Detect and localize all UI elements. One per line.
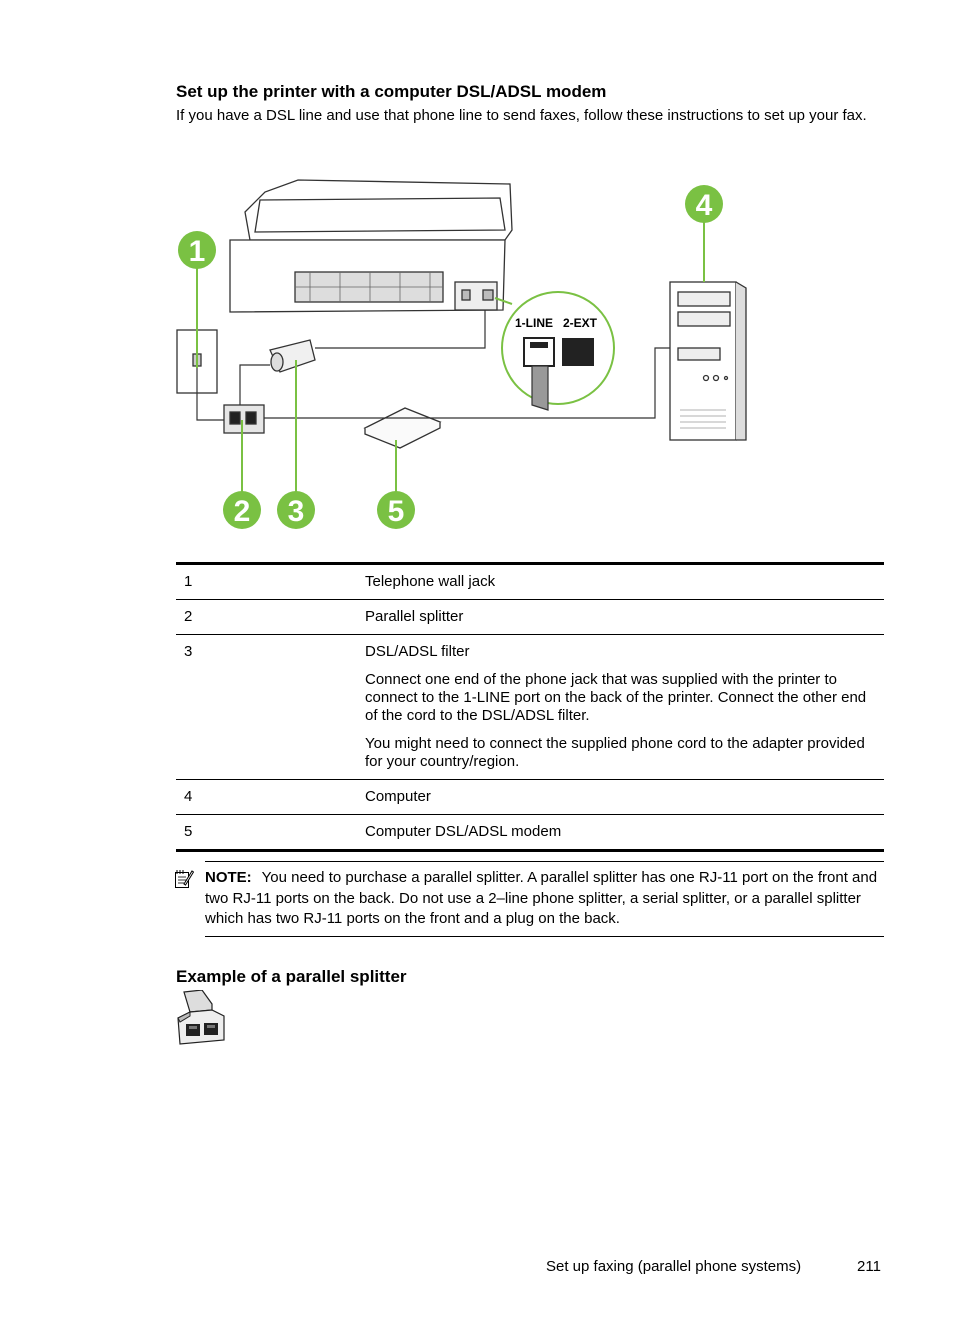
section-heading-splitter: Example of a parallel splitter [176,967,407,986]
legend-description: Telephone wall jack [357,562,884,600]
callout-5-icon: 5 [377,491,415,529]
phone-cables [196,310,670,421]
legend-text: Parallel splitter [365,608,464,625]
callout-2-icon: 2 [223,491,261,529]
legend-text: Telephone wall jack [365,573,496,590]
callout-5-label: 5 [388,495,405,528]
legend-table: 1 Telephone wall jack 2 Parallel splitte… [176,562,884,852]
printer-illustration [229,179,513,313]
section-heading: Set up the printer with a computer DSL/A… [176,82,607,101]
callout-1-label: 1 [189,235,206,268]
note-label: NOTE: [205,869,252,886]
port-zoom-detail: 1-LINE 2-EXT [494,291,615,411]
legend-number: 5 [176,814,357,852]
legend-number: 2 [176,599,357,635]
callout-3-icon: 3 [277,491,315,529]
port-label-1-line: 1-LINE [515,316,553,330]
parallel-splitter-illustration [223,404,265,434]
legend-text: Connect one end of the phone jack that w… [365,671,867,724]
legend-description: Parallel splitter [357,599,884,635]
port-label-2-ext: 2-EXT [563,316,598,330]
parallel-splitter-image [177,990,225,1045]
table-row: 3 DSL/ADSL filter Connect one end of the… [176,634,884,780]
legend-text: You might need to connect the supplied p… [365,735,865,770]
legend-text: DSL/ADSL filter [365,643,470,660]
legend-text: Computer [365,788,431,805]
legend-text: Computer DSL/ADSL modem [365,823,562,840]
computer-illustration [669,281,747,441]
note-icon [175,870,194,888]
table-row: 4 Computer [176,779,884,815]
footer-section-title: Set up faxing (parallel phone systems) [546,1258,802,1275]
note-text: You need to purchase a parallel splitter… [205,869,878,927]
table-row: 5 Computer DSL/ADSL modem [176,814,884,852]
legend-description: DSL/ADSL filter Connect one end of the p… [357,634,884,780]
callout-2-label: 2 [234,495,251,528]
connection-diagram: 1-LINE 2-EXT 1 2 3 4 5 [176,179,747,529]
table-row: 1 Telephone wall jack [176,562,884,600]
note-block: NOTE:You need to purchase a parallel spl… [205,861,884,937]
legend-description: Computer DSL/ADSL modem [357,814,884,852]
intro-paragraph: If you have a DSL line and use that phon… [176,107,867,124]
legend-number: 1 [176,562,357,600]
legend-description: Computer [357,779,884,815]
dsl-filter-illustration [269,339,316,373]
callout-4-label: 4 [696,189,713,222]
legend-number: 3 [176,634,357,780]
dsl-modem-illustration [363,407,442,449]
callout-leader-lines [196,222,705,492]
callout-1-icon: 1 [178,231,216,269]
callout-4-icon: 4 [685,185,723,223]
callout-3-label: 3 [288,495,305,528]
table-row: 2 Parallel splitter [176,599,884,635]
page-number: 211 [857,1258,881,1275]
legend-number: 4 [176,779,357,815]
